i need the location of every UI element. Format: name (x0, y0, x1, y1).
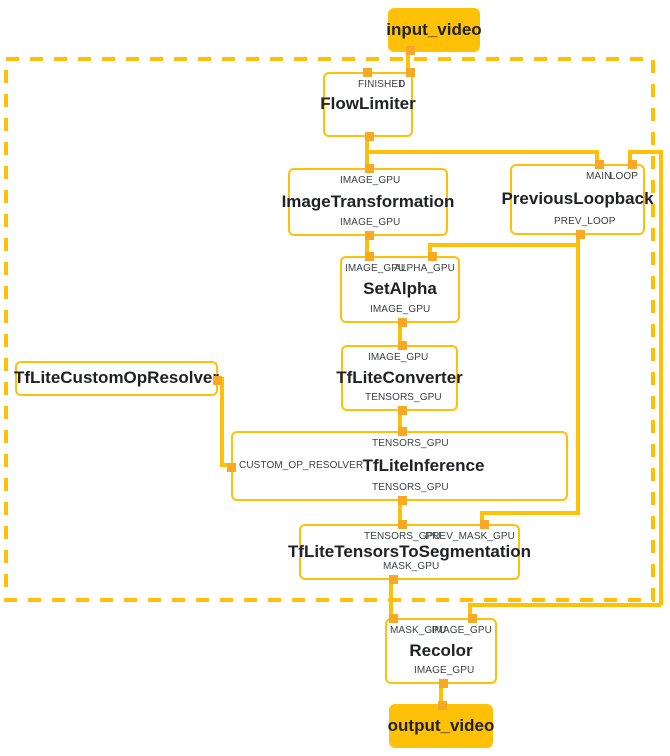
port-tfliteconverter-out: TENSORS_GPU (365, 392, 442, 403)
pin-recolor-out-image-gpu (439, 679, 448, 688)
edge-prevloop-to-setalpha-alpha (428, 237, 580, 257)
port-tfliteinference-out-tensors: TENSORS_GPU (372, 482, 449, 493)
pin-segmentation-out-mask-gpu (389, 575, 398, 584)
port-recolor-in-image: IMAGE_GPU (431, 625, 492, 636)
edge-customopresolver-to-tfliteinference (219, 377, 229, 467)
node-imagetransformation[interactable]: IMAGE_GPU ImageTransformation IMAGE_GPU (282, 164, 454, 240)
port-segmentation-in-prev-mask: PREV_MASK_GPU (425, 531, 515, 542)
pin-segmentation-in-tensors-gpu (398, 520, 407, 529)
node-tflitetensorstosegmentation[interactable]: TENSORS_GPU PREV_MASK_GPU TfLiteTensorsT… (288, 520, 531, 584)
node-tflitecustomopresolver-label: TfLiteCustomOpResolver (14, 368, 219, 388)
port-recolor-in-mask: MASK_GPU (390, 625, 447, 636)
pin-setalpha-in-alpha-gpu (428, 252, 437, 261)
pin-tfliteinference-out-tensors-gpu (398, 496, 407, 505)
node-recolor[interactable]: MASK_GPU IMAGE_GPU Recolor IMAGE_GPU (385, 614, 497, 688)
pin-tflitecustomopresolver-out (213, 376, 222, 385)
pin-setalpha-out-image-gpu (398, 318, 407, 327)
pin-input-video-out (406, 46, 415, 55)
pin-imagetransformation-in-image-gpu (365, 164, 374, 173)
subgraph-boundary (4, 57, 655, 602)
pin-previousloopback-in-loop (628, 160, 637, 169)
node-tflitetensorstosegmentation-label: TfLiteTensorsToSegmentation (287, 541, 532, 561)
node-previousloopback[interactable]: MAIN LOOP PreviousLoopback PREV_LOOP (501, 160, 654, 239)
node-setalpha-label: SetAlpha (363, 279, 437, 299)
node-imagetransformation-label: ImageTransformation (281, 191, 455, 211)
node-tfliteinference[interactable]: TENSORS_GPU CUSTOM_OP_RESOLVER TfLiteInf… (227, 427, 568, 505)
port-previousloopback-loop: LOOP (609, 171, 638, 182)
node-input-video-label: input_video (386, 19, 482, 39)
node-setalpha[interactable]: IMAGE_GPU ALPHA_GPU SetAlpha IMAGE_GPU (340, 252, 460, 327)
port-segmentation-out-mask: MASK_GPU (383, 561, 440, 572)
pin-tfliteconverter-out-tensors-gpu (398, 406, 407, 415)
port-previousloopback-main: MAIN (586, 171, 612, 182)
pin-flowlimiter-out-image-gpu (365, 132, 374, 141)
pin-segmentation-in-prev-mask-gpu (480, 520, 489, 529)
port-imagetransformation-in: IMAGE_GPU (340, 175, 401, 186)
port-recolor-out-image: IMAGE_GPU (414, 665, 475, 676)
pin-tfliteconverter-in-image-gpu (398, 341, 407, 350)
port-tfliteconverter-in: IMAGE_GPU (368, 352, 429, 363)
port-tfliteinference-custom-op-resolver: CUSTOM_OP_RESOLVER (239, 460, 364, 471)
node-tfliteconverter[interactable]: IMAGE_GPU TfLiteConverter TENSORS_GPU (336, 341, 463, 415)
port-setalpha-alpha-gpu: ALPHA_GPU (394, 263, 455, 274)
node-tflitecustomopresolver[interactable]: TfLiteCustomOpResolver (14, 361, 222, 396)
pin-output-video-in (438, 701, 447, 710)
node-previousloopback-label: PreviousLoopback (501, 189, 654, 209)
pin-recolor-in-mask-gpu (389, 614, 398, 623)
pin-tfliteinference-in-tensors-gpu (398, 427, 407, 436)
port-imagetransformation-out: IMAGE_GPU (340, 217, 401, 228)
port-setalpha-out: IMAGE_GPU (370, 304, 431, 315)
node-flowlimiter-label: FlowLimiter (320, 94, 416, 114)
port-flowlimiter-finished: FINISHED (358, 79, 406, 90)
node-input-video[interactable]: input_video (386, 8, 482, 55)
node-recolor-label: Recolor (409, 640, 473, 660)
node-tfliteconverter-label: TfLiteConverter (336, 367, 463, 387)
node-output-video-label: output_video (387, 715, 495, 735)
port-flowlimiter-zero: 0 (399, 79, 405, 90)
pin-previousloopback-in-main (595, 160, 604, 169)
edge-image-to-recolor-image (468, 603, 661, 619)
pin-flowlimiter-in-0 (406, 68, 415, 77)
node-tfliteinference-label: TfLiteInference (362, 455, 485, 475)
node-flowlimiter[interactable]: FINISHED 0 FlowLimiter (320, 68, 416, 141)
pin-imagetransformation-out-image-gpu (365, 231, 374, 240)
pin-recolor-in-image-gpu (468, 614, 477, 623)
pin-previousloopback-out-prevloop (576, 230, 585, 239)
pin-setalpha-in-image-gpu (365, 252, 374, 261)
port-previousloopback-prevloop: PREV_LOOP (554, 216, 616, 227)
pin-tfliteinference-in-custom-op-resolver (227, 463, 236, 472)
port-setalpha-image-gpu: IMAGE_GPU (345, 263, 406, 274)
node-output-video[interactable]: output_video (387, 701, 495, 748)
port-tfliteinference-in-tensors: TENSORS_GPU (372, 438, 449, 449)
pin-flowlimiter-in-finished (363, 68, 372, 77)
port-segmentation-in-tensors: TENSORS_GPU (364, 531, 441, 542)
